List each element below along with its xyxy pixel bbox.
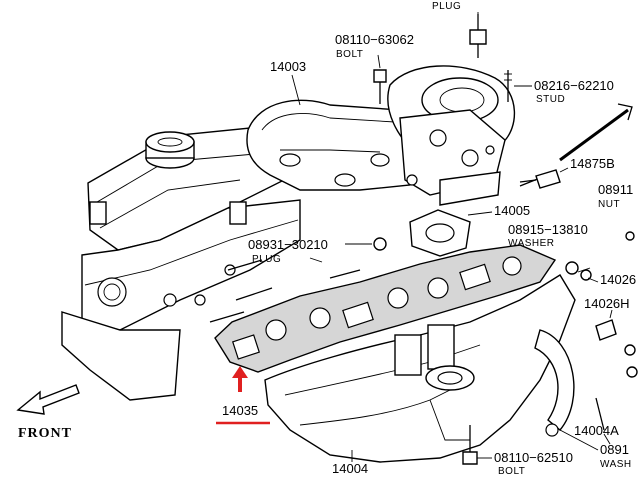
upper-manifold-part-number: 14003 <box>270 59 306 74</box>
washer-label: WASHER <box>508 238 555 249</box>
nut-part-number: 08911 <box>598 182 633 197</box>
bolt-14026h-part <box>595 319 617 341</box>
front-label: FRONT <box>18 426 72 441</box>
stud-part-number: 08216−62210 <box>534 78 614 93</box>
stud-label: STUD <box>536 94 565 105</box>
nut-washers <box>565 231 638 378</box>
part-14026-number: 14026 <box>600 272 636 287</box>
front-arrow-icon <box>16 384 80 415</box>
gasket-14035 <box>214 244 557 373</box>
highlight-14035: 14035 <box>216 366 270 425</box>
bolt-top-part-number: 08110−63062 <box>335 32 414 47</box>
stud-part <box>504 70 512 102</box>
plug-mid-part <box>373 237 387 251</box>
plug-mid-label: PLUG <box>252 254 281 265</box>
plug-top-label: PLUG <box>432 1 461 12</box>
nut-label: NUT <box>598 199 620 210</box>
plug-mid-part-number: 08931−30210 <box>248 237 328 252</box>
gasket-small-part-number: 14005 <box>494 203 530 218</box>
diagonal-arrow-icon <box>559 108 629 162</box>
plug-top-part <box>469 14 487 58</box>
front-indicator: FRONT <box>16 384 80 441</box>
bolt-top-part <box>373 69 387 104</box>
part-14004a-number: 14004A <box>574 423 619 438</box>
washer2-part-number: 0891 <box>600 442 629 457</box>
bolt-bottom-part <box>462 425 478 465</box>
stud-14004a-part <box>595 397 605 431</box>
head-cover-clips <box>89 201 247 225</box>
washer2-label: WASH <box>600 459 632 470</box>
sensor-part-number: 14875B <box>570 156 615 171</box>
bolt-top-label: BOLT <box>336 49 363 60</box>
part-14026h-number: 14026H <box>584 296 630 311</box>
highlight-arrowhead-icon <box>232 366 248 378</box>
oil-filler-cap <box>145 131 195 169</box>
gasket-main-part-number: 14035 <box>222 403 258 418</box>
leader-lines <box>291 12 613 462</box>
washer-part-number: 08915−13810 <box>508 222 588 237</box>
gasket-14005 <box>409 209 471 257</box>
bolt-bottom-label: BOLT <box>498 466 525 477</box>
upper-manifold <box>246 65 516 206</box>
lower-manifold <box>264 274 576 463</box>
sensor-part <box>519 169 561 189</box>
top-right-arrow <box>559 103 633 162</box>
lower-manifold-part-number: 14004 <box>332 461 368 476</box>
bolt-bottom-part-number: 08110−62510 <box>494 450 573 465</box>
